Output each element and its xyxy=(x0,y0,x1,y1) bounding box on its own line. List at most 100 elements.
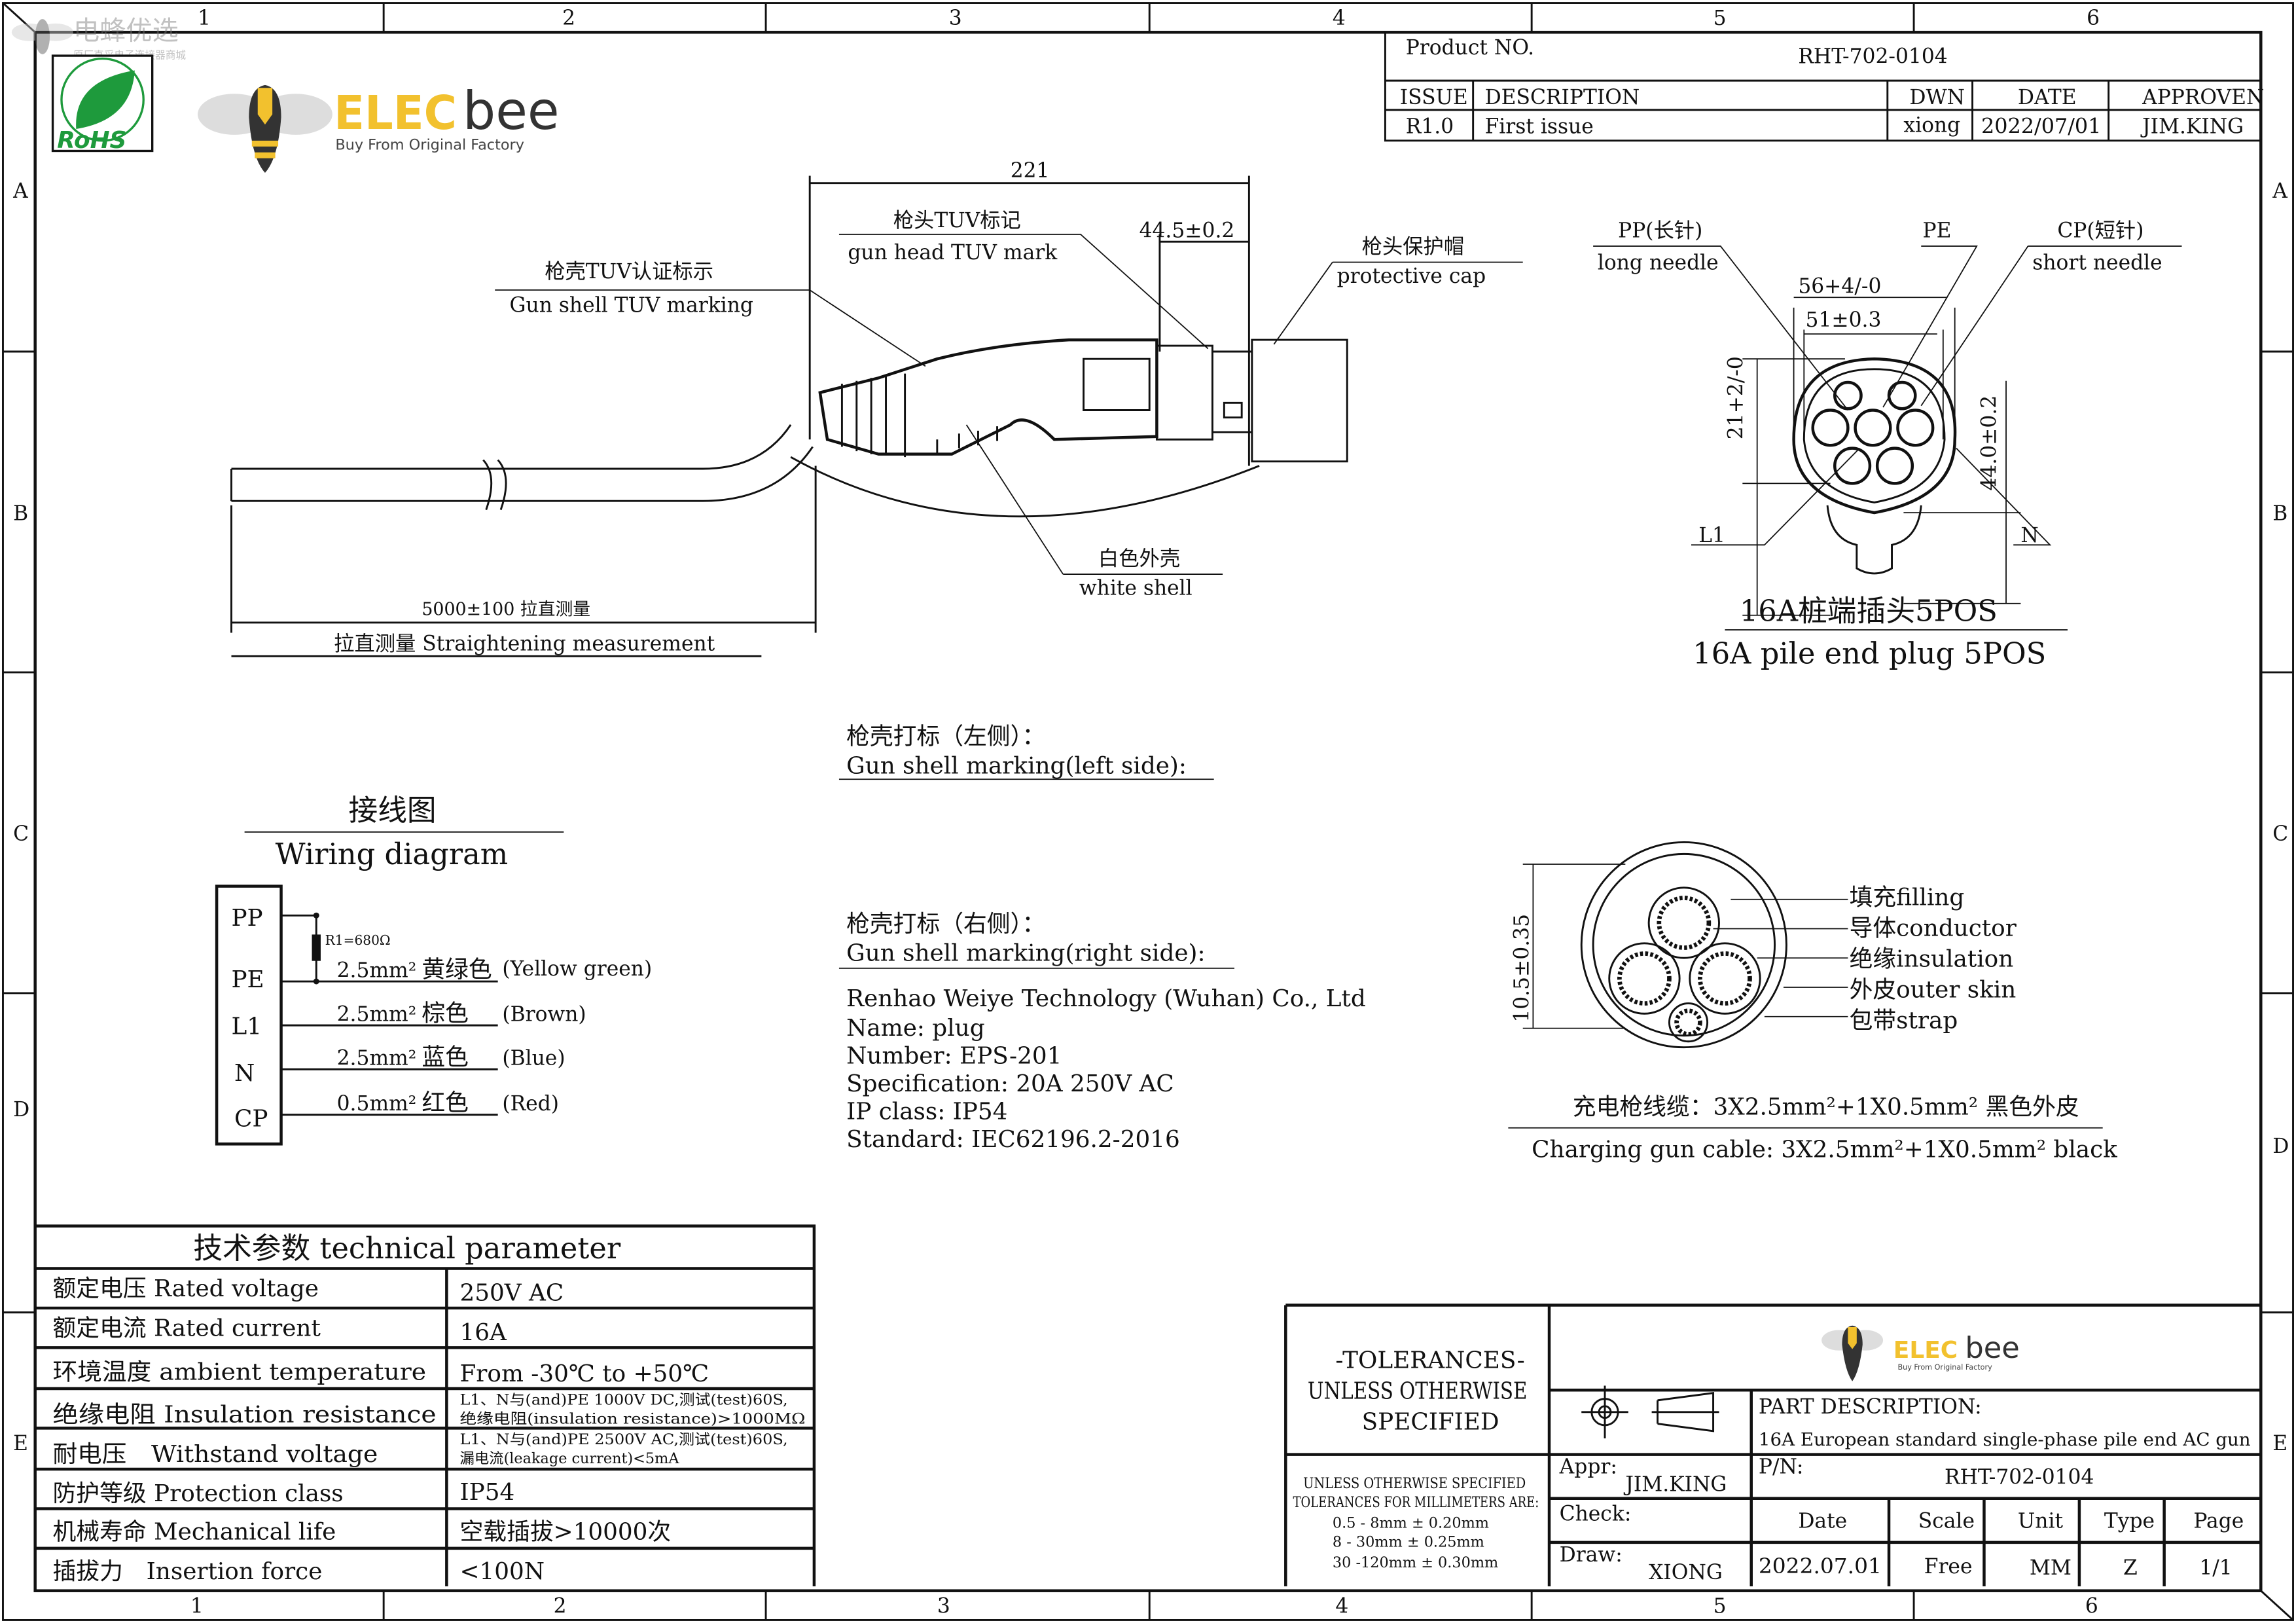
drawing-text: Buy From Original Factory xyxy=(335,136,524,153)
drawing-text: 枪头TUV标记 xyxy=(893,209,1021,232)
drawing-text: Appr: xyxy=(1559,1455,1617,1479)
drawing-text: 16A桩端插头5POS xyxy=(1740,594,1998,629)
drawing-text: JIM.KING xyxy=(2140,115,2244,139)
drawing-text: Free xyxy=(1924,1555,1973,1578)
revision-block: Product NO. RHT-702-0104 ISSUE DESCRIPTI… xyxy=(1384,32,2264,142)
drawing-text: 防护等级 Protection class xyxy=(53,1480,344,1507)
drawing-text: 插拔力 Insertion force xyxy=(53,1558,323,1585)
drawing-text: Z xyxy=(2123,1556,2138,1580)
drawing-text: L1 xyxy=(1698,524,1725,547)
drawing-text: N xyxy=(234,1060,255,1087)
drawing-text: 2022.07.01 xyxy=(1759,1555,1882,1578)
title-block: -TOLERANCES- UNLESS OTHERWISE SPECIFIED … xyxy=(1284,1304,2261,1587)
drawing-text: 8 - 30mm ± 0.25mm xyxy=(1333,1534,1484,1551)
drawing-text: L1、N与(and)PE 2500V AC,测试(test)60S, xyxy=(459,1431,787,1448)
drawing-text: 绝缘电阻(insulation resistance)>1000MΩ xyxy=(459,1411,805,1428)
drawing-text: Name: plug xyxy=(846,1015,984,1042)
drawing-text: APPROVEN xyxy=(2142,86,2264,109)
drawing-text: 包带strap xyxy=(1850,1008,1958,1034)
wiring-diagram: 接线图 Wiring diagram PP PE L1 N CP R1=680Ω… xyxy=(215,793,652,1146)
drawing-text: First issue xyxy=(1485,115,1594,139)
drawing-text: CP xyxy=(234,1106,268,1133)
drawing-text: 2.5mm² xyxy=(337,1047,417,1070)
gun-side-view: 221 44.5±0.2 枪头TUV标记 gun head TUV mark 枪… xyxy=(230,159,1523,657)
drawing-text: 接线图 xyxy=(348,793,436,828)
drawing-text: bee xyxy=(1965,1330,2019,1365)
drawing-text: 16A pile end plug 5POS xyxy=(1693,636,2046,671)
row-label: E xyxy=(2272,1432,2287,1455)
drawing-text: long needle xyxy=(1598,251,1719,275)
row-label: E xyxy=(13,1432,28,1455)
drawing-text: UNLESS OTHERWISE xyxy=(1308,1378,1528,1405)
drawing-text: gun head TUV mark xyxy=(848,241,1058,264)
drawing-text: L1、N与(and)PE 1000V DC,测试(test)60S, xyxy=(459,1392,787,1409)
drawing-text: 16A European standard single-phase pile … xyxy=(1759,1430,2251,1450)
drawing-text: 红色 xyxy=(422,1089,469,1116)
drawing-text: 30 -120mm ± 0.30mm xyxy=(1333,1554,1498,1571)
drawing-text: white shell xyxy=(1079,576,1193,600)
drawing-text: 2.5mm² xyxy=(337,1002,417,1026)
col-label: 5 xyxy=(1713,7,1727,30)
drawing-text: 21+2/-0 xyxy=(1724,356,1748,439)
drawing-text: PP xyxy=(231,905,262,932)
shell-marking: 枪壳打标（左侧）： Gun shell marking(left side): … xyxy=(838,723,1366,1153)
drawing-text: RoHS xyxy=(57,127,126,154)
drawing-text: 技术参数 technical parameter xyxy=(193,1231,621,1266)
drawing-text: PE xyxy=(1923,219,1952,243)
cable-cross-section: 10.5±0.35 填充filling 导体conductor 绝缘insula… xyxy=(1508,841,2117,1163)
drawing-text: 额定电流 Rated current xyxy=(53,1315,321,1341)
drawing-text: 221 xyxy=(1011,159,1050,183)
drawing-text: Number: EPS-201 xyxy=(846,1042,1062,1069)
drawing-text: Page xyxy=(2193,1510,2244,1533)
drawing-text: 拉直测量 Straightening measurement xyxy=(334,632,715,655)
col-label: 2 xyxy=(554,1594,567,1618)
drawing-text: ELEC xyxy=(334,86,457,140)
drawing-text: ISSUE xyxy=(1400,86,1468,109)
drawing-text: DWN xyxy=(1909,86,1965,109)
drawing-text: IP class: IP54 xyxy=(846,1098,1007,1125)
drawing-text: DATE xyxy=(2018,86,2077,109)
drawing-text: 白色外壳 xyxy=(1098,547,1180,571)
col-label: 3 xyxy=(937,1594,950,1618)
row-label: B xyxy=(2272,501,2287,525)
drawing-text: 棕色 xyxy=(422,1000,469,1027)
col-label: 4 xyxy=(1335,1594,1348,1618)
drawing-text: RHT-702-0104 xyxy=(1945,1465,2094,1489)
drawing-text: Date xyxy=(1798,1510,1847,1533)
drawing-text: RHT-702-0104 xyxy=(1798,45,1947,68)
drawing-text: -TOLERANCES- xyxy=(1335,1347,1524,1374)
col-label: 6 xyxy=(2087,7,2100,30)
drawing-text: 黄绿色 xyxy=(422,956,492,983)
drawing-text: L1 xyxy=(231,1013,262,1040)
drawing-text: P/N: xyxy=(1759,1455,1803,1479)
drawing-text: Unit xyxy=(2018,1510,2064,1533)
drawing-text: 绝缘insulation xyxy=(1850,946,2014,973)
drawing-text: Scale xyxy=(1918,1510,1975,1533)
row-label: B xyxy=(13,501,28,525)
drawing-text: 环境温度 ambient temperature xyxy=(53,1359,426,1386)
drawing-text: 枪壳TUV认证标示 xyxy=(545,260,713,283)
col-label: 4 xyxy=(1333,7,1346,30)
elecbee-logo-small: ELEC bee Buy From Original Factory xyxy=(1821,1325,2020,1381)
drawing-text: Specification: 20A 250V AC xyxy=(846,1070,1174,1097)
drawing-text: 外皮outer skin xyxy=(1850,977,2017,1004)
drawing-text: PP(长针) xyxy=(1618,219,1702,243)
drawing-text: 枪壳打标（左侧）： xyxy=(846,723,1045,750)
drawing-text: Gun shell marking(right side): xyxy=(846,940,1205,967)
drawing-text: 44.5±0.2 xyxy=(1139,219,1235,243)
col-label: 2 xyxy=(562,7,575,30)
drawing-text: 枪壳打标（右侧）： xyxy=(846,911,1045,938)
projection-symbol-icon xyxy=(1581,1385,1719,1439)
drawing-text: short needle xyxy=(2032,251,2162,275)
row-label: C xyxy=(13,822,29,846)
drawing-text: Product NO. xyxy=(1406,36,1534,60)
drawing-text: (Yellow green) xyxy=(502,957,652,981)
drawing-text: 0.5 - 8mm ± 0.20mm xyxy=(1333,1515,1489,1532)
drawing-text: 0.5mm² xyxy=(337,1092,417,1116)
rohs-logo: RoHS xyxy=(51,54,154,154)
drawing-text: Standard: IEC62196.2-2016 xyxy=(846,1126,1180,1153)
drawing-text: 250V AC xyxy=(459,1280,564,1307)
row-label: A xyxy=(12,179,28,203)
drawing-text: (Blue) xyxy=(502,1047,565,1070)
